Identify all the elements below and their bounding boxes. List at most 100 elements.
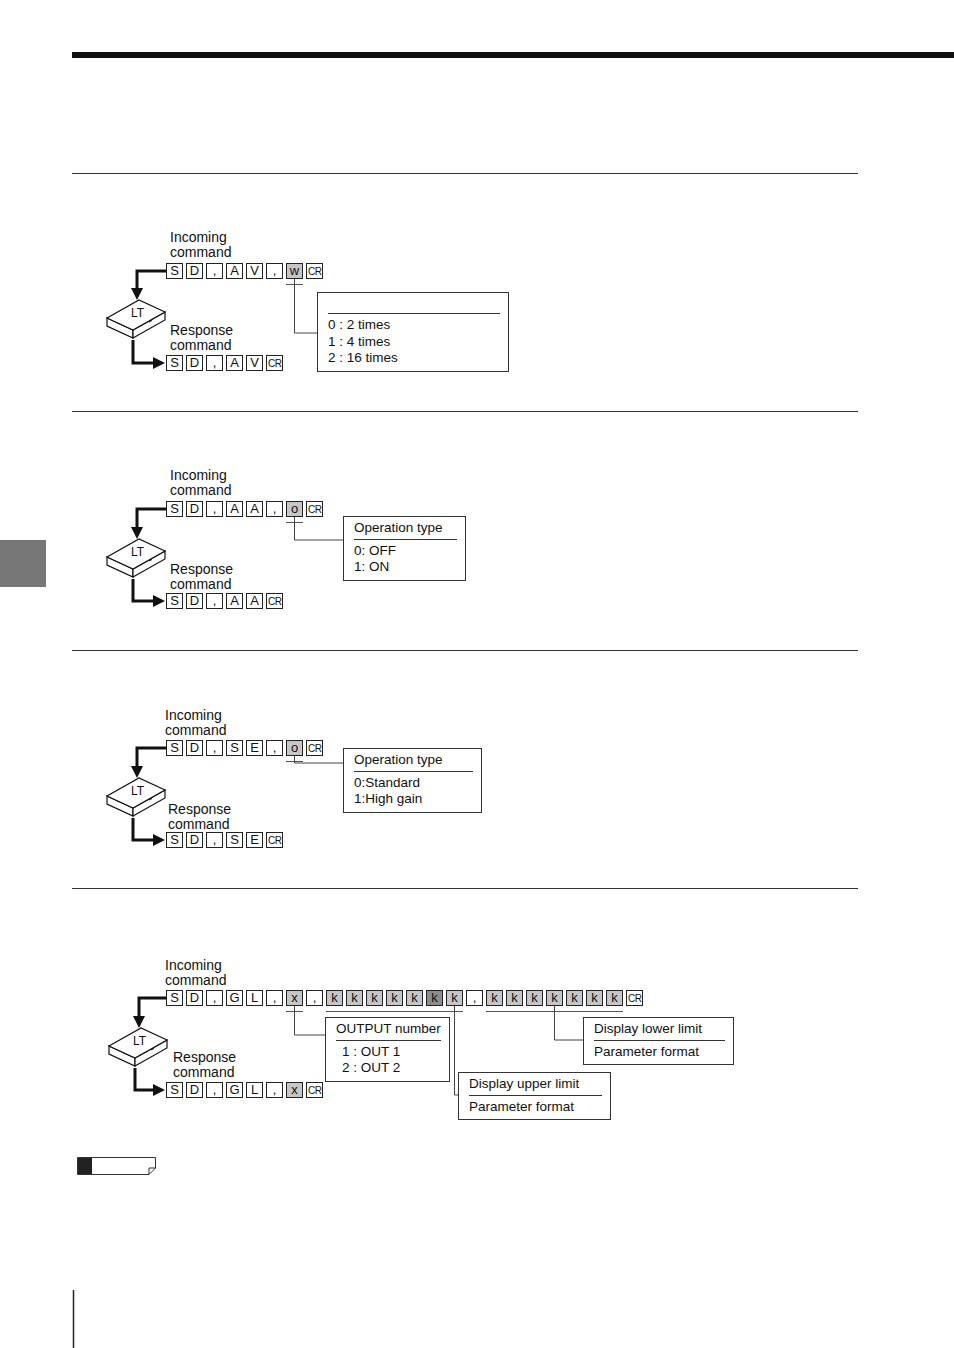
command-char: S [170,355,179,370]
lt-unit-outline [107,1026,169,1070]
command-char-cell: , [206,501,223,517]
callout-item: 0:Standard [354,775,473,792]
lt-unit-icon: LT [107,1026,169,1070]
command-char-cell: E [246,832,263,848]
command-char: D [190,263,199,278]
callout-heading: Operation type [354,752,473,772]
command-char: D [190,501,199,516]
callout-item: 1: ON [354,559,457,576]
command-char: CR [308,1085,321,1096]
command-caption: Response command [170,562,250,592]
command-char-cell: L [246,1082,263,1098]
command-char: D [190,355,199,370]
command-char: A [230,501,239,516]
flow-arrow [133,818,156,840]
command-char-cell: CR [306,740,323,756]
callout-heading: OUTPUT number [336,1021,441,1041]
command-char-cell: x [286,990,303,1006]
command-char: A [250,501,259,516]
flow-arrow [133,579,156,601]
command-char: , [213,1082,217,1097]
command-char: CR [308,266,321,277]
command-char: o [291,501,298,516]
command-char-cell: A [246,593,263,609]
command-char-cell: , [266,501,283,517]
command-char-cell: S [166,832,183,848]
flow-arrow [137,748,166,769]
unit-label: LT [131,306,144,320]
command-char: x [291,990,298,1005]
command-char: CR [268,358,281,369]
command-char: S [170,990,179,1005]
command-char-cell: G [226,990,243,1006]
note-icon [78,1158,156,1175]
command-char-cell: CR [266,832,283,848]
note-fold [149,1168,156,1175]
note-mark [78,1158,92,1174]
callout-box: Operation type 0: OFF1: ON [343,516,466,581]
command-char: CR [268,835,281,846]
callout-box: Display lower limitParameter format [583,1017,734,1065]
command-char: , [313,990,317,1005]
flow-arrow [139,998,166,1019]
command-char: k [411,990,418,1005]
command-char: D [190,990,199,1005]
command-char: , [273,501,277,516]
command-char-cell: D [186,990,203,1006]
command-char-cell: , [266,740,283,756]
lt-unit-outline [105,776,167,820]
command-char-cell: E [246,740,263,756]
command-char-cell: S [166,263,183,279]
callout-heading: Operation type [354,520,457,540]
command-char: k [611,990,618,1005]
command-char-cell: S [166,355,183,371]
command-char-cell: , [206,593,223,609]
callout-item: 2 : OUT 2 [336,1060,441,1077]
command-char-cell: G [226,1082,243,1098]
command-char: , [213,355,217,370]
command-char-cell: , [206,990,223,1006]
command-char-cell: k [366,990,383,1006]
command-char: , [273,263,277,278]
callout-box: 0 : 2 times1 : 4 times2 : 16 times [317,292,509,372]
command-char: , [213,990,217,1005]
command-char-cell: k [406,990,423,1006]
command-char-cell: D [186,832,203,848]
lt-unit-outline [105,298,167,342]
command-char-cell: D [186,501,203,517]
section-rule [72,650,858,651]
command-char-cell: D [186,1082,203,1098]
command-char-cell: S [226,740,243,756]
leader-line [555,1006,584,1040]
command-caption: Incoming command [165,958,245,988]
unit-mark [149,560,152,562]
command-char-cell: L [246,990,263,1006]
command-char: L [251,1082,258,1097]
command-char: D [190,593,199,608]
command-char: , [213,593,217,608]
command-char-cell: S [166,593,183,609]
command-char-cell: S [166,501,183,517]
command-char: A [250,593,259,608]
command-char-cell: , [206,832,223,848]
command-char-cell: k [526,990,543,1006]
callout-heading: Display lower limit [594,1021,725,1041]
command-char: S [230,740,239,755]
leader-line [295,1006,326,1035]
unit-label: LT [131,784,144,798]
command-char: S [170,501,179,516]
command-char: V [250,263,259,278]
command-char: A [230,355,239,370]
command-caption: Incoming command [170,230,250,260]
command-char: CR [268,596,281,607]
command-char: V [250,355,259,370]
command-char: S [170,593,179,608]
command-char-cell: D [186,263,203,279]
callout-item: 0: OFF [354,543,457,560]
command-caption: Response command [170,323,250,353]
command-char-cell: k [606,990,623,1006]
flow-arrow [133,340,156,363]
command-char-cell: k [586,990,603,1006]
command-char-cell: k [546,990,563,1006]
